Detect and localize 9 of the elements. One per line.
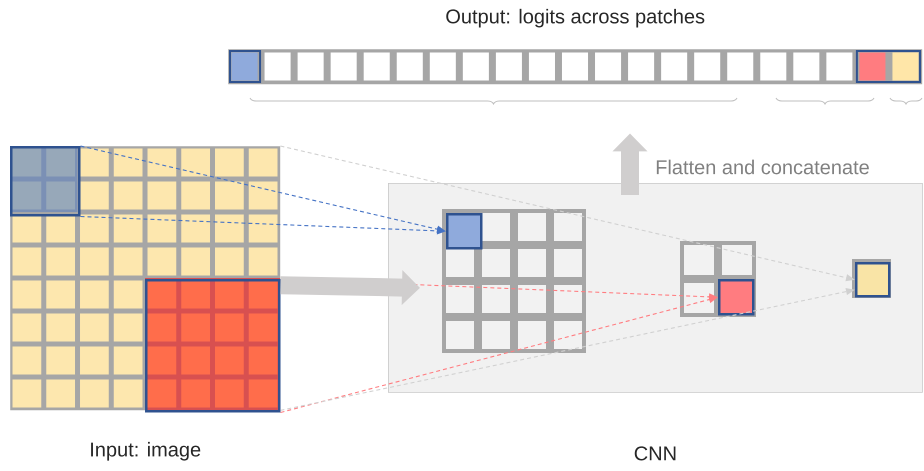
edge-label: Flatten and concatenate — [656, 160, 869, 174]
output-cell — [855, 262, 890, 298]
patch-outline — [10, 146, 80, 216]
feature-cell — [718, 279, 754, 316]
node-label: Output: logits across patches — [446, 8, 704, 28]
node-label: CNN — [634, 446, 676, 460]
feature-cell — [446, 213, 482, 250]
node-label: Input: image — [91, 442, 200, 461]
patch-outline — [145, 279, 280, 412]
